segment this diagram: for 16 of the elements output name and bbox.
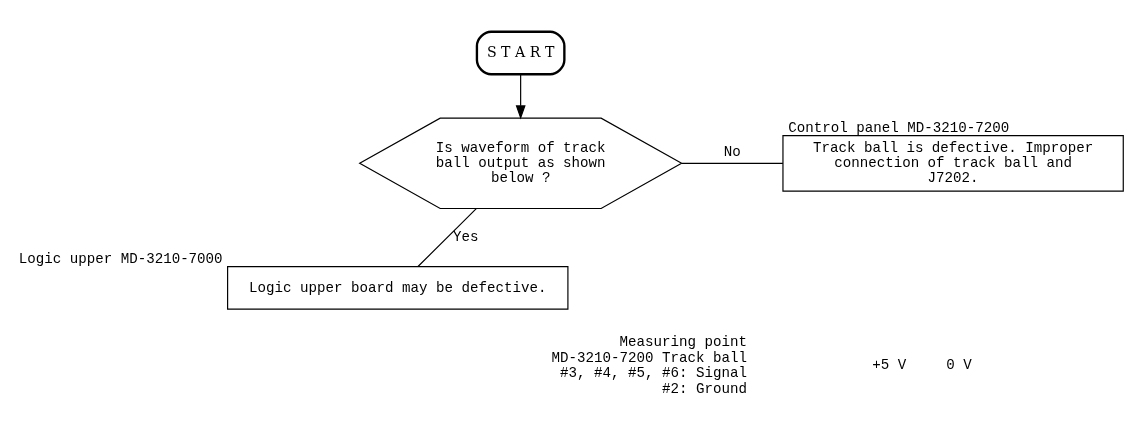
node-box: S T A R T	[475, 30, 566, 75]
connector	[417, 207, 477, 267]
label: 0 V	[946, 356, 972, 373]
edge-label: Yes	[452, 228, 479, 245]
node-label: Logic upper MD-3210-7000	[18, 250, 223, 267]
label: Measuring point	[619, 333, 747, 350]
connector	[681, 162, 784, 164]
label: #2: Ground	[661, 380, 747, 397]
node-box: Track ball is defective. Improper connection of track ball and J7202.	[782, 134, 1124, 192]
label: #3, #4, #5, #6: Signal	[560, 364, 747, 381]
label: +5 V	[872, 356, 907, 373]
edge-label: No	[723, 143, 741, 160]
node-box: Logic upper board may be defective.	[227, 265, 569, 310]
label: MD-3210-7200 Track ball	[551, 349, 747, 366]
node-label: Control panel MD-3210-7200	[788, 119, 1010, 136]
arrow	[515, 73, 526, 120]
